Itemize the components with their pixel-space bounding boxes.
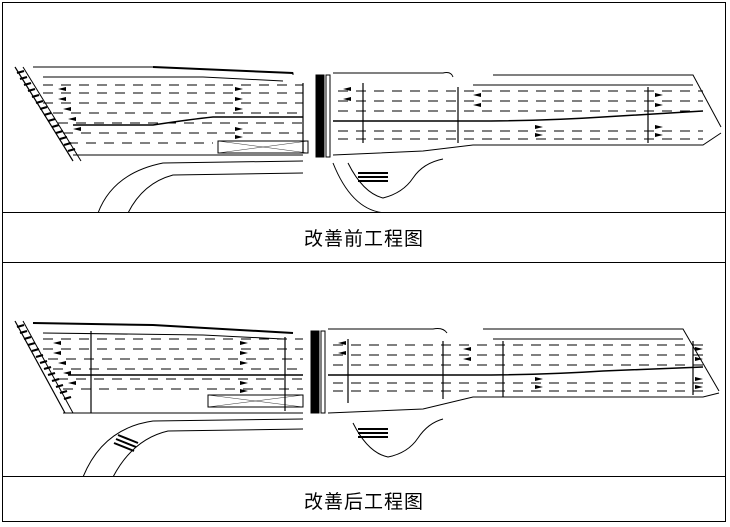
- lane-lines-left: [43, 338, 303, 390]
- after-drawing-panel: [3, 263, 725, 477]
- left-crosswalk: [14, 320, 74, 414]
- before-drawing-panel: [3, 3, 725, 213]
- before-road-plan: [14, 66, 722, 213]
- direction-arrows: [58, 87, 663, 139]
- island: [217, 140, 309, 154]
- lane-lines-right: [338, 90, 703, 140]
- lower-crosswalk: [113, 428, 388, 452]
- lane-lines-right: [333, 344, 703, 392]
- after-caption: 改善后工程图: [303, 490, 424, 513]
- lane-lines-left: [43, 84, 303, 144]
- left-crosswalk: [14, 66, 82, 162]
- after-road-plan: [14, 320, 720, 477]
- island: [207, 394, 304, 408]
- figure-frame: 改善前工程图: [2, 2, 726, 522]
- median-barrier: [310, 330, 320, 414]
- median-barrier: [315, 74, 325, 158]
- before-caption: 改善前工程图: [3, 213, 725, 263]
- lower-crosswalk: [358, 172, 388, 182]
- direction-arrows: [53, 341, 703, 393]
